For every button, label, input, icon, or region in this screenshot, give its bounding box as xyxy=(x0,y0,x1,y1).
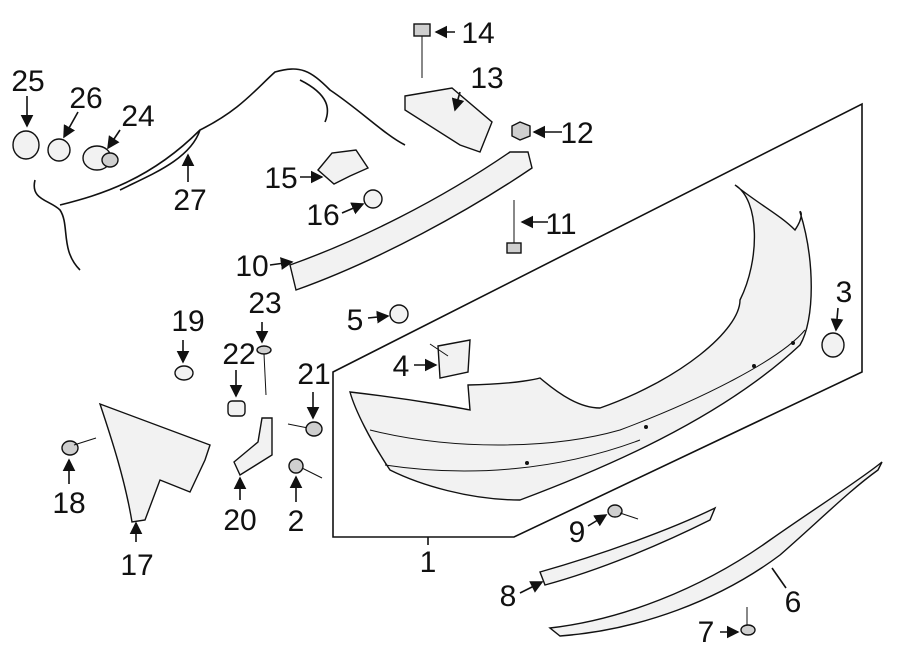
part-12-nut xyxy=(511,121,531,141)
callout-6: 6 xyxy=(785,586,802,619)
callout-3: 3 xyxy=(836,276,853,309)
callout-labels: 1 2 3 4 5 6 7 8 9 10 11 12 13 14 15 16 1… xyxy=(11,17,852,649)
callout-21: 21 xyxy=(297,358,330,391)
part-4-bracket xyxy=(429,339,471,379)
part-8-strip xyxy=(539,506,717,586)
part-13-absorber xyxy=(404,87,493,153)
part-18-screw xyxy=(61,437,97,456)
callout-11: 11 xyxy=(545,208,576,241)
part-5-grommet xyxy=(389,304,409,324)
part-21-screw xyxy=(287,421,323,437)
callout-18: 18 xyxy=(52,487,85,520)
part-24-sensor xyxy=(82,145,119,171)
callout-27: 27 xyxy=(173,184,206,217)
callout-10: 10 xyxy=(235,250,268,283)
callout-2: 2 xyxy=(288,505,305,538)
part-27-wiring-harness xyxy=(33,68,406,271)
part-11-bolt xyxy=(506,200,522,254)
callout-8: 8 xyxy=(500,580,517,613)
part-3-cap xyxy=(821,332,845,358)
part-20-bracket xyxy=(233,417,273,477)
callout-16: 16 xyxy=(306,199,339,232)
callout-23: 23 xyxy=(248,287,281,320)
callout-1: 1 xyxy=(420,546,437,579)
part-26-ring xyxy=(47,138,71,162)
part-14-bolt xyxy=(413,23,431,78)
bumper-cover-panel xyxy=(332,102,863,538)
part-23-pin xyxy=(256,345,272,396)
callout-12: 12 xyxy=(560,117,593,150)
callout-7: 7 xyxy=(698,616,715,649)
part-2-screw xyxy=(288,458,323,479)
callout-17: 17 xyxy=(120,549,153,582)
part-15-bracket xyxy=(317,149,370,185)
part-9-screw xyxy=(607,504,639,520)
leader-lines xyxy=(20,25,844,639)
part-10-reinforcement xyxy=(289,151,533,291)
callout-13: 13 xyxy=(470,62,503,95)
callout-19: 19 xyxy=(171,305,204,338)
part-25-holder xyxy=(12,130,40,160)
callout-26: 26 xyxy=(69,82,102,115)
callout-22: 22 xyxy=(222,338,255,371)
callout-14: 14 xyxy=(461,17,494,50)
callout-25: 25 xyxy=(11,65,44,98)
callout-24: 24 xyxy=(121,100,154,133)
callout-5: 5 xyxy=(347,304,364,337)
callout-4: 4 xyxy=(393,350,410,383)
part-7-screw xyxy=(740,607,756,636)
part-16-grommet xyxy=(363,189,383,209)
part-17-bracket xyxy=(98,402,211,523)
callout-15: 15 xyxy=(264,162,297,195)
part-19-washer xyxy=(174,365,194,381)
part-6-valance xyxy=(548,461,883,637)
callout-9: 9 xyxy=(569,516,586,549)
part-22-clip xyxy=(227,400,246,417)
callout-20: 20 xyxy=(223,504,256,537)
